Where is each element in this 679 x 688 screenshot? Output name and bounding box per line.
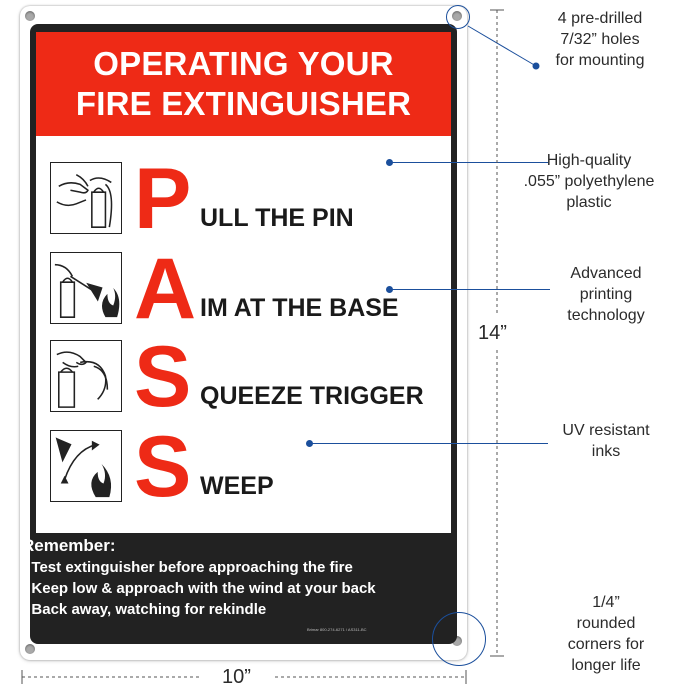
callout-printing-line: technology bbox=[567, 307, 645, 324]
remember-item: • Keep low & approach with the wind at y… bbox=[22, 580, 376, 597]
header-line-2: FIRE EXTINGUISHER bbox=[75, 85, 412, 122]
callout-material-line: High-quality bbox=[546, 152, 632, 169]
corner-highlight-ring bbox=[432, 612, 486, 666]
aim-at-fire-base-icon bbox=[50, 252, 122, 324]
step-aim-text: IM AT THE BASE bbox=[200, 294, 399, 322]
callout-holes-line: 4 pre-drilled bbox=[557, 10, 643, 27]
printing-line bbox=[390, 289, 550, 290]
inks-dot bbox=[306, 440, 313, 447]
mounting-hole-top-left bbox=[25, 11, 35, 21]
mounting-hole-bottom-left bbox=[25, 644, 35, 654]
step-aim-initial: A bbox=[134, 241, 197, 337]
pass-panel: P ULL THE PIN A IM AT THE BASE bbox=[36, 136, 451, 533]
header-line-1: OPERATING YOUR bbox=[93, 45, 394, 82]
callout-holes: 4 pre-drilled 7/32” holes for mounting bbox=[540, 8, 660, 71]
inks-line bbox=[310, 443, 548, 444]
sweep-nozzle-fire-icon bbox=[50, 430, 122, 502]
sign-header: OPERATING YOUR FIRE EXTINGUISHER bbox=[36, 32, 451, 136]
step-pull: P ULL THE PIN bbox=[50, 156, 445, 242]
material-line bbox=[390, 162, 548, 163]
step-sweep-initial: S bbox=[134, 419, 192, 515]
step-squeeze-text: QUEEZE TRIGGER bbox=[200, 382, 424, 410]
material-dot bbox=[386, 159, 393, 166]
remember-item: • Test extinguisher before approaching t… bbox=[22, 559, 353, 576]
callout-material: High-quality .055” polyethylene plastic bbox=[512, 150, 666, 213]
printing-dot bbox=[386, 286, 393, 293]
remember-item: • Back away, watching for rekindle bbox=[22, 601, 267, 618]
hand-squeezing-trigger-icon bbox=[50, 340, 122, 412]
hole-highlight-ring bbox=[446, 5, 470, 29]
step-squeeze: S QUEEZE TRIGGER bbox=[50, 334, 445, 420]
step-pull-text: ULL THE PIN bbox=[200, 204, 354, 232]
callout-inks-line: inks bbox=[591, 443, 621, 460]
callout-printing-line: Advanced bbox=[570, 265, 642, 282]
remember-block: Remember: • Test extinguisher before app… bbox=[22, 535, 432, 620]
step-pull-initial: P bbox=[134, 151, 192, 247]
callout-inks-line: UV resistant bbox=[562, 422, 650, 439]
callout-printing-line: printing bbox=[579, 286, 633, 303]
safety-sign: OPERATING YOUR FIRE EXTINGUISHER bbox=[20, 6, 467, 660]
height-dimension: 14” bbox=[478, 322, 507, 344]
callout-printing: Advanced printing technology bbox=[556, 263, 656, 326]
callout-corners-line: longer life bbox=[571, 657, 641, 674]
callout-material-line: .055” polyethylene bbox=[523, 173, 655, 190]
callout-inks: UV resistant inks bbox=[546, 420, 666, 462]
callout-corners-line: 1/4” bbox=[592, 594, 620, 611]
callout-holes-line: 7/32” holes bbox=[560, 31, 640, 48]
callout-material-line: plastic bbox=[566, 194, 612, 211]
remember-title: Remember: bbox=[22, 536, 116, 555]
brand-footer: Brimar 800-274-6271 / AS311-BC bbox=[307, 627, 367, 632]
step-aim: A IM AT THE BASE bbox=[50, 246, 445, 332]
callout-holes-line: for mounting bbox=[555, 52, 645, 69]
callout-corners-line: corners for bbox=[567, 636, 645, 653]
hand-pulling-pin-icon bbox=[50, 162, 122, 234]
callout-corners-line: rounded bbox=[576, 615, 636, 632]
step-sweep: S WEEP bbox=[50, 424, 445, 510]
step-squeeze-initial: S bbox=[134, 329, 192, 425]
width-dimension: 10” bbox=[222, 666, 251, 688]
sign-frame: OPERATING YOUR FIRE EXTINGUISHER bbox=[30, 24, 457, 644]
callout-corners: 1/4” rounded corners for longer life bbox=[546, 592, 666, 676]
step-sweep-text: WEEP bbox=[200, 472, 274, 500]
